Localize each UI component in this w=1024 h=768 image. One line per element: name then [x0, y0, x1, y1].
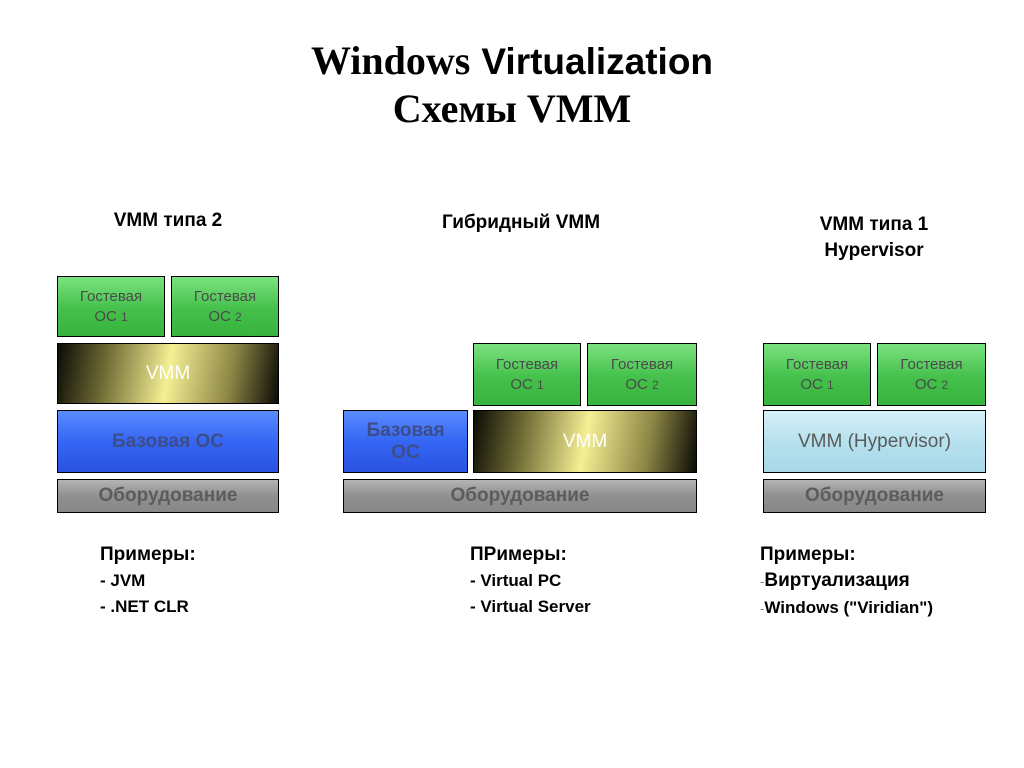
- hybrid-guest-os-1-num: 1: [536, 377, 544, 392]
- title-windows: Windows: [310, 38, 471, 83]
- hybrid-guest-os-2: Гостевая ОС 2: [587, 343, 697, 406]
- hybrid-guest-os-2-num: 2: [651, 377, 659, 392]
- type1-guest-os-2-num: 2: [941, 377, 949, 392]
- column-header-type2: VMM типа 2: [113, 210, 223, 231]
- slide-title: Windows Virtualization: [0, 38, 1024, 85]
- hybrid-guest-os-1: Гостевая ОС 1: [473, 343, 581, 406]
- hybrid-guest-os-2-os: ОС: [625, 375, 648, 393]
- type1-example-1-dash: -: [760, 574, 765, 589]
- slide-subtitle: Схемы VMM: [392, 86, 632, 131]
- type1-example-2-text: Windows ("Viridian"): [764, 598, 933, 617]
- type2-guest-os-2-num: 2: [234, 309, 242, 324]
- type1-guest-os-2-label: Гостевая: [900, 355, 963, 373]
- hybrid-base-os-line1: Базовая: [366, 419, 445, 441]
- hybrid-examples-title: ПРимеры:: [470, 544, 567, 565]
- type2-example-1: - JVM: [100, 571, 146, 590]
- type2-base-os-block: Базовая ОС: [57, 410, 279, 473]
- type1-hardware-block: Оборудование: [763, 479, 986, 513]
- type2-examples-title: Примеры:: [100, 544, 196, 565]
- type1-example-2-dash: -: [760, 601, 765, 616]
- hybrid-hardware-block: Оборудование: [343, 479, 697, 513]
- column-header-type1: VMM типа 1 Hypervisor: [763, 212, 985, 264]
- type1-hypervisor-block: VMM (Hypervisor): [763, 410, 986, 473]
- title-virtualization: Virtualization: [481, 41, 714, 82]
- type2-examples: Примеры: - JVM - .NET CLR: [100, 542, 196, 620]
- type1-guest-os-1-num: 1: [826, 377, 834, 392]
- type1-guest-os-2: Гостевая ОС 2: [877, 343, 986, 406]
- type1-example-2: -Windows ("Viridian"): [760, 595, 933, 622]
- type1-guest-os-1: Гостевая ОС 1: [763, 343, 871, 406]
- type1-guest-os-2-os: ОС: [914, 375, 938, 393]
- type1-example-1-text: Виртуализация: [764, 570, 910, 591]
- type2-example-2: - .NET CLR: [100, 597, 189, 616]
- type2-guest-os-1-label: Гостевая: [79, 287, 143, 305]
- type1-example-1: -Виртуализация: [760, 568, 933, 595]
- type2-guest-os-2-label: Гостевая: [193, 287, 257, 305]
- hybrid-examples: ПРимеры: - Virtual PC - Virtual Server: [470, 542, 591, 620]
- type2-guest-os-2: Гостевая ОС 2: [171, 276, 279, 337]
- hybrid-guest-os-1-label: Гостевая: [495, 355, 559, 373]
- hybrid-base-os-line2: ОС: [391, 441, 420, 463]
- column-header-type1-line2: Hypervisor: [824, 240, 924, 261]
- hybrid-example-2: - Virtual Server: [470, 597, 591, 616]
- type1-guest-os-1-os: ОС: [800, 375, 823, 393]
- type2-guest-os-1-os: ОС: [94, 307, 117, 325]
- hybrid-example-1: - Virtual PC: [470, 571, 562, 590]
- type1-guest-os-1-label: Гостевая: [785, 355, 849, 373]
- hybrid-guest-os-1-os: ОС: [510, 375, 533, 393]
- type2-hardware-block: Оборудование: [57, 479, 279, 513]
- type2-guest-os-1: Гостевая ОС 1: [57, 276, 165, 337]
- type1-examples: Примеры: -Виртуализация -Windows ("Virid…: [760, 542, 933, 622]
- type2-guest-os-2-os: ОС: [208, 307, 231, 325]
- type1-examples-title: Примеры:: [760, 544, 856, 565]
- type2-guest-os-1-num: 1: [120, 309, 128, 324]
- hybrid-vmm-block: VMM: [473, 410, 697, 473]
- hybrid-guest-os-2-label: Гостевая: [610, 355, 674, 373]
- type2-vmm-block: VMM: [57, 343, 279, 404]
- column-header-hybrid: Гибридный VMM: [441, 212, 601, 233]
- column-header-type1-line1: VMM типа 1: [819, 214, 929, 235]
- hybrid-base-os-block: Базовая ОС: [343, 410, 468, 473]
